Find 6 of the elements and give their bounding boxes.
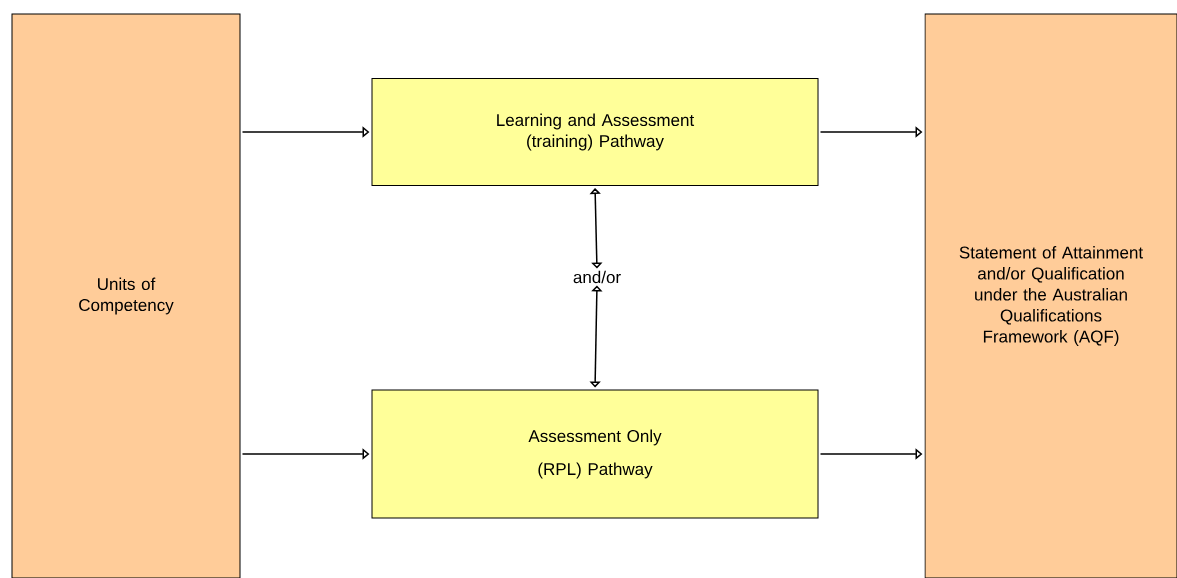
connector-text: and/or: [573, 270, 621, 284]
stage-box: Units of Competency: [11, 13, 241, 578]
outcome-box: Statement of Attainment and/or Qualification under the Australian Qualifications Framework (AQF): [924, 13, 1177, 578]
arrow: [589, 188, 603, 269]
pathway-box: Assessment Only (RPL) Pathway: [371, 389, 819, 519]
pathway-box: Learning and Assessment (training) Pathway: [371, 78, 819, 186]
